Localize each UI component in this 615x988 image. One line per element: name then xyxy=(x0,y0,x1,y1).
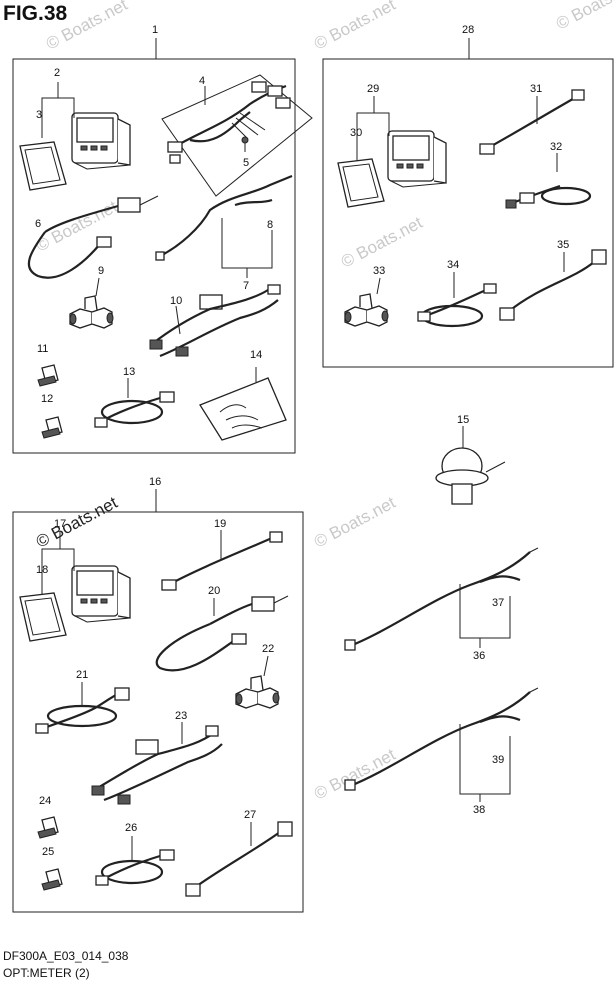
part-visor-30 xyxy=(337,158,385,208)
part-tee-22 xyxy=(235,655,280,709)
label-part-38: 38 xyxy=(473,804,485,816)
label-part-33: 33 xyxy=(373,265,385,277)
part-plug-25 xyxy=(41,868,63,891)
part-gauge-29 xyxy=(356,96,447,188)
part-cable-6 xyxy=(27,195,159,279)
label-part-26: 26 xyxy=(125,822,137,834)
label-part-20: 20 xyxy=(208,585,220,597)
part-cable-13 xyxy=(94,378,175,428)
part-harness-38 xyxy=(344,687,539,802)
label-part-13: 13 xyxy=(123,366,135,378)
part-plug-12 xyxy=(41,416,63,439)
part-harness-23 xyxy=(91,722,223,805)
part-gauge-2 xyxy=(41,82,131,170)
svg-text:© Boats.net: © Boats.net xyxy=(311,493,399,552)
part-cable-26 xyxy=(95,836,175,886)
part-visor-3 xyxy=(19,141,67,191)
label-part-32: 32 xyxy=(550,141,562,153)
label-part-15: 15 xyxy=(457,414,469,426)
label-part-1: 1 xyxy=(152,24,158,36)
label-part-2: 2 xyxy=(54,67,60,79)
part-screw-5 xyxy=(241,136,249,152)
label-part-10: 10 xyxy=(170,295,182,307)
figure-title: FIG.38 xyxy=(3,2,68,25)
part-cable-31 xyxy=(479,89,585,155)
label-part-36: 36 xyxy=(473,650,485,662)
part-harness-10 xyxy=(149,284,281,358)
part-number-labels: 1 2 3 4 5 6 7 8 9 10 11 12 13 14 15 16 1… xyxy=(35,24,569,858)
part-tee-9 xyxy=(69,277,114,329)
label-part-18: 18 xyxy=(36,564,48,576)
label-part-39: 39 xyxy=(492,754,504,766)
label-part-11: 11 xyxy=(37,343,48,355)
label-part-7: 7 xyxy=(243,280,249,292)
part-visor-18 xyxy=(19,592,67,642)
label-part-3: 3 xyxy=(36,109,42,121)
kit-box-1 xyxy=(12,58,296,454)
label-part-22: 22 xyxy=(262,643,274,655)
label-part-31: 31 xyxy=(530,83,542,95)
part-cable-35 xyxy=(499,249,607,321)
label-part-29: 29 xyxy=(367,83,379,95)
svg-text:© Boats.net: © Boats.net xyxy=(338,213,426,272)
part-buzzer-15 xyxy=(435,426,506,505)
label-part-28: 28 xyxy=(462,24,474,36)
label-part-37: 37 xyxy=(492,597,504,609)
part-cable-27 xyxy=(185,821,293,897)
label-part-21: 21 xyxy=(76,669,88,681)
label-part-23: 23 xyxy=(175,710,187,722)
part-tee-33 xyxy=(344,277,389,327)
label-part-12: 12 xyxy=(41,393,53,405)
svg-text:© Boats.net: © Boats.net xyxy=(311,0,399,54)
footer-code: DF300A_E03_014_038 xyxy=(3,949,129,963)
svg-text:© Boats.net: © Boats.net xyxy=(311,745,399,804)
label-part-17: 17 xyxy=(54,518,66,530)
part-cable-34 xyxy=(417,272,497,328)
label-part-4: 4 xyxy=(199,75,205,87)
svg-text:© Boats.net: © Boats.net xyxy=(33,493,121,552)
svg-text:© Boats.net: © Boats.net xyxy=(553,0,615,34)
label-part-5: 5 xyxy=(243,157,249,169)
label-part-27: 27 xyxy=(244,809,256,821)
label-part-30: 30 xyxy=(350,127,362,139)
part-bag-14 xyxy=(199,367,287,441)
part-harness-36 xyxy=(344,547,539,651)
label-part-9: 9 xyxy=(98,265,104,277)
kit-box-28 xyxy=(322,58,614,368)
label-part-19: 19 xyxy=(214,518,226,530)
part-plug-11 xyxy=(37,364,59,387)
label-part-24: 24 xyxy=(39,795,51,807)
label-part-6: 6 xyxy=(35,218,41,230)
part-harness-4 xyxy=(161,74,313,197)
footer-caption: OPT:METER (2) xyxy=(3,966,90,980)
label-part-14: 14 xyxy=(250,349,262,361)
part-cable-21 xyxy=(35,682,130,734)
label-part-8: 8 xyxy=(267,219,273,231)
svg-text:© Boats.net: © Boats.net xyxy=(43,0,131,54)
label-part-35: 35 xyxy=(557,239,569,251)
label-part-16: 16 xyxy=(149,476,161,488)
part-harness-7 xyxy=(155,174,293,278)
part-gauge-17 xyxy=(41,531,131,623)
part-plug-24 xyxy=(37,816,59,839)
part-cable-20 xyxy=(155,595,289,672)
part-cable-19 xyxy=(161,530,283,591)
label-part-25: 25 xyxy=(42,846,54,858)
label-part-34: 34 xyxy=(447,259,459,271)
kit-box-16 xyxy=(12,511,304,913)
part-cable-32 xyxy=(505,153,592,209)
